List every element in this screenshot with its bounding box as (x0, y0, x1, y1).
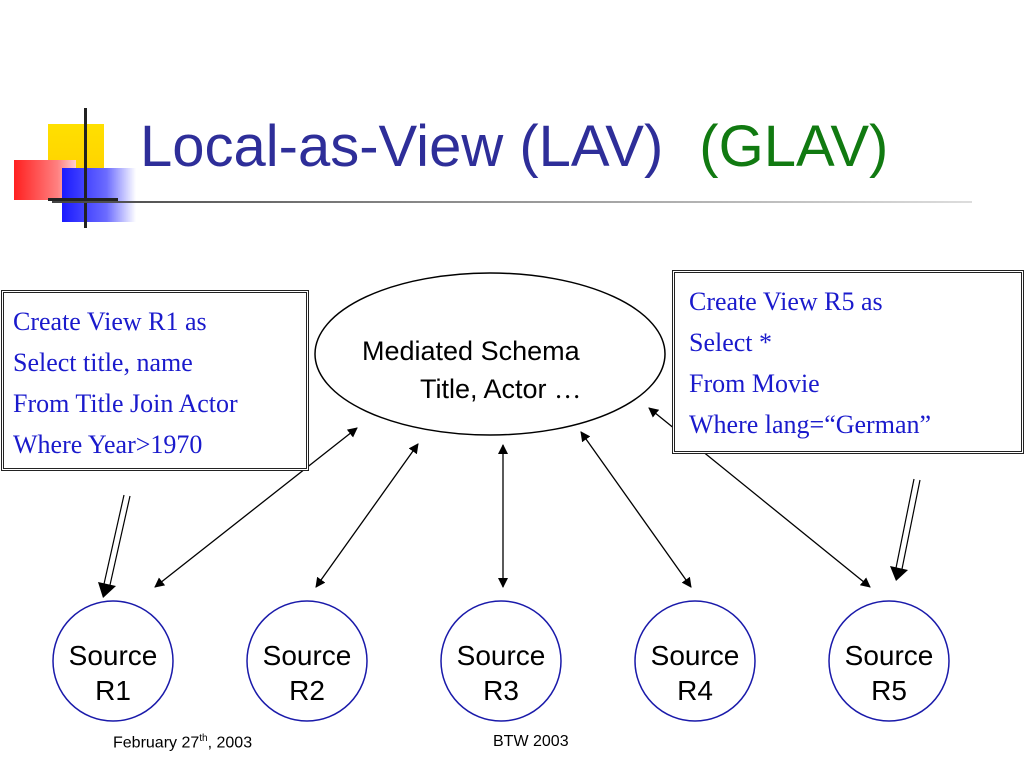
schema-ellipsis: … (554, 374, 582, 404)
mediated-schema-ellipse (314, 272, 666, 436)
view-r1-line: From Title Join Actor (13, 389, 238, 418)
footer-date-prefix: February 27 (113, 734, 200, 752)
source-label-line1: Source (262, 640, 352, 671)
mediated-schema-attributes: Title, Actor … (420, 374, 581, 405)
decor-vertical-line (84, 108, 87, 228)
footer-date-sup: th (199, 733, 208, 744)
title-main: Local-as-View (LAV) (140, 114, 664, 179)
source-label-line2: R2 (289, 675, 325, 706)
source-label-line1: Source (650, 640, 740, 671)
view-r5-line: Create View R5 as (689, 287, 883, 316)
decor-blue-square (62, 168, 136, 222)
title-underline (52, 201, 972, 203)
arrow-view-r5 (890, 478, 921, 581)
footer-event: BTW 2003 (493, 733, 569, 750)
view-r5-line: Where lang=“German” (689, 410, 932, 439)
view-definition-r1: Create View R1 as Select title, name Fro… (1, 290, 309, 471)
source-r3-circle (440, 600, 562, 722)
mediated-schema-name: Mediated Schema (362, 336, 580, 366)
view-r1-line: Where Year>1970 (13, 430, 203, 459)
decor-horizontal-line (48, 198, 118, 201)
source-label-line2: R3 (483, 675, 519, 706)
title-accent: (GLAV) (699, 114, 889, 179)
source-label-line2: R4 (677, 675, 713, 706)
view-r5-line: Select * (689, 328, 773, 357)
source-label-line1: Source (456, 640, 546, 671)
source-label-line2: R5 (871, 675, 907, 706)
source-label-line1: Source (68, 640, 158, 671)
source-r2-label: Source R2 (247, 638, 367, 708)
view-definition-r5: Create View R5 as Select * From Movie Wh… (672, 270, 1024, 454)
source-label-line2: R1 (95, 675, 131, 706)
source-r4-label: Source R4 (635, 638, 755, 708)
arrow-schema-r2 (315, 443, 419, 588)
source-r3-label: Source R3 (441, 638, 561, 708)
source-r1-label: Source R1 (53, 638, 173, 708)
source-r1-circle (52, 600, 174, 722)
source-r2-circle (246, 600, 368, 722)
source-r4-circle (634, 600, 756, 722)
slide-title: Local-as-View (LAV)(GLAV) (140, 118, 888, 176)
source-r5-circle (828, 600, 950, 722)
source-r5-label: Source R5 (829, 638, 949, 708)
source-label-line1: Source (844, 640, 934, 671)
arrow-schema-r4 (580, 431, 692, 588)
arrow-view-r1 (98, 494, 131, 598)
view-r1-line: Create View R1 as (13, 307, 207, 336)
view-r1-line: Select title, name (13, 348, 193, 377)
view-r5-line: From Movie (689, 369, 820, 398)
schema-attributes-text: Title, Actor (420, 374, 547, 404)
footer-date: February 27th, 2003 (113, 733, 252, 752)
footer-date-suffix: , 2003 (207, 734, 253, 752)
